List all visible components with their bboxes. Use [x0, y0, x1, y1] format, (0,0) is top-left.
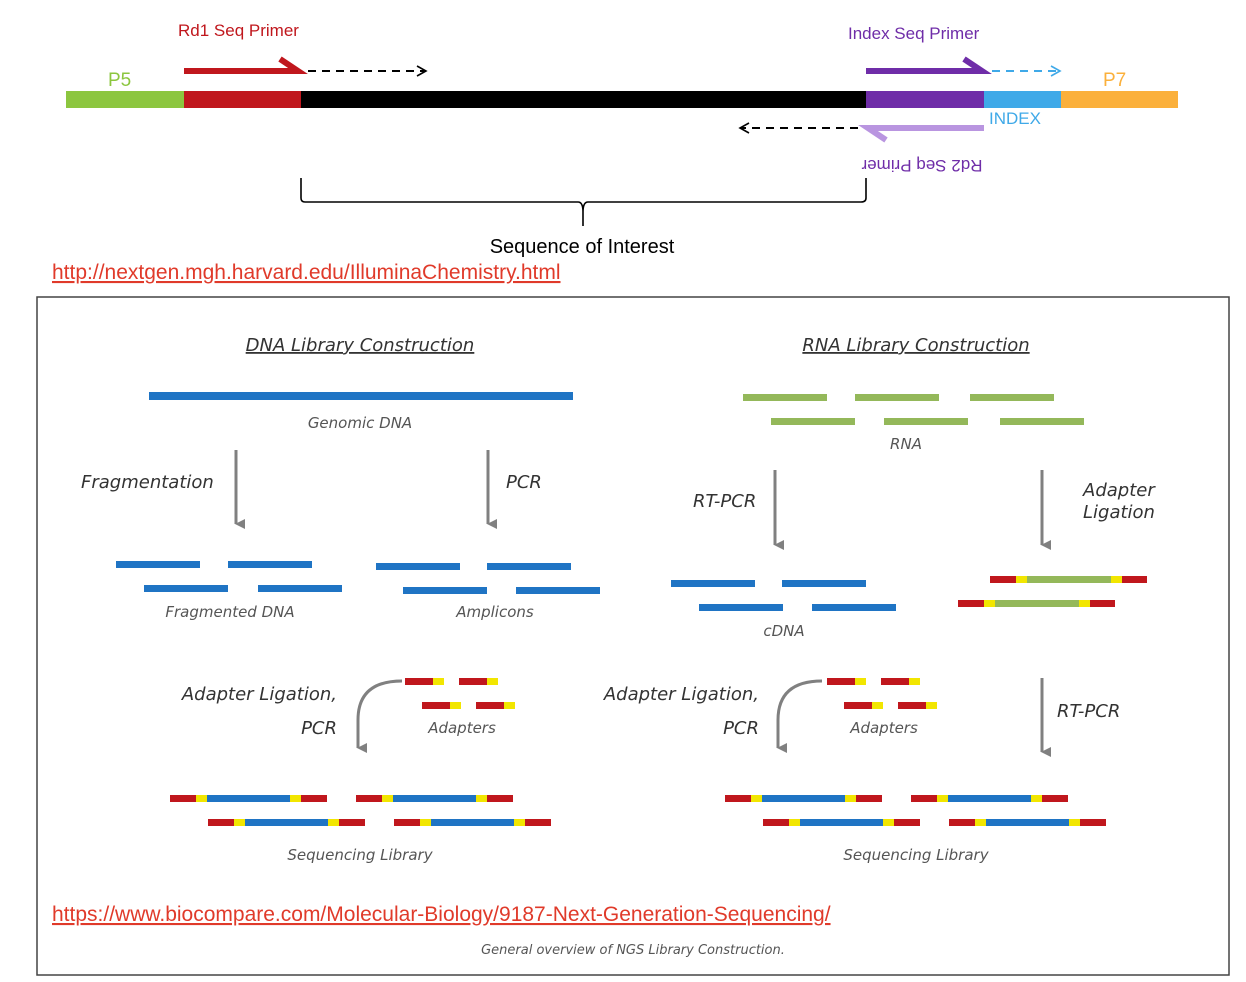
rna-strands: [743, 394, 1084, 425]
dna-fragment: [144, 585, 228, 592]
dna-adapter-ligation-arrow: [356, 679, 403, 753]
dna-adapters-label: Adapters: [427, 719, 496, 737]
ngs-overview: DNA Library Construction RNA Library Con…: [36, 296, 1230, 976]
index-label: INDEX: [989, 109, 1041, 128]
rna-adapter-ligation-arrow: [776, 679, 823, 753]
amplicons-label: Amplicons: [455, 603, 534, 621]
dna-sequencing-library-label: Sequencing Library: [287, 846, 433, 864]
rd1-primer-arrow: [184, 56, 308, 74]
rt-pcr-label-2: RT-PCR: [1057, 701, 1120, 722]
amplicon: [516, 587, 600, 594]
illumina-construct: P5 P7 Rd1 Seq Primer Index Seq Primer IN…: [52, 21, 1178, 284]
adapter-ligation-label-2: Ligation: [1083, 502, 1155, 523]
index-primer-label: Index Seq Primer: [848, 24, 980, 43]
source-link-mgh[interactable]: http://nextgen.mgh.harvard.edu/IlluminaC…: [52, 261, 561, 284]
library-fragment: [208, 819, 365, 826]
dna-fragment: [228, 561, 312, 568]
index-segment: [984, 91, 1061, 108]
fragmentation-label: Fragmentation: [81, 472, 214, 493]
rd2-primer-label: Rd2 Seq Primer: [861, 156, 982, 175]
dna-adapter-ligation-label: Adapter Ligation,: [181, 684, 337, 705]
rna-sequencing-library-label: Sequencing Library: [843, 846, 989, 864]
dna-title: DNA Library Construction: [246, 335, 475, 356]
rd1-primer-label: Rd1 Seq Primer: [178, 21, 299, 40]
sequence-label: Sequence of Interest: [490, 236, 675, 258]
rna-sequencing-library: [725, 795, 1106, 826]
p5-segment: [66, 91, 184, 108]
amplicons: [376, 563, 600, 594]
amplicon: [376, 563, 460, 570]
dna-adapter-pcr-label: PCR: [301, 718, 337, 739]
library-fragment: [949, 819, 1106, 826]
library-fragment: [356, 795, 513, 802]
p7-label: P7: [1103, 70, 1126, 91]
cdna-fragment: [671, 580, 755, 587]
p5-label: P5: [108, 70, 131, 91]
overview-frame: [36, 296, 1230, 976]
cdna-fragment: [812, 604, 896, 611]
pcr-label: PCR: [506, 472, 542, 493]
library-fragment: [170, 795, 327, 802]
cdna-fragments: [671, 580, 896, 611]
rna-strand: [970, 394, 1054, 401]
rd1-segment: [184, 91, 301, 108]
cdna-fragment: [782, 580, 866, 587]
dna-sequencing-library: [170, 795, 551, 826]
source-link-biocompare[interactable]: https://www.biocompare.com/Molecular-Bio…: [52, 903, 831, 926]
library-fragment: [911, 795, 1068, 802]
index-primer-segment: [866, 91, 984, 108]
dna-adapters: [405, 678, 515, 709]
cdna-fragment: [699, 604, 783, 611]
p7-segment: [1061, 91, 1178, 108]
rna-label: RNA: [890, 435, 922, 453]
library-fragment: [394, 819, 551, 826]
dna-fragment: [116, 561, 200, 568]
fragmented-dna-label: Fragmented DNA: [165, 603, 294, 621]
rna-strand: [884, 418, 968, 425]
figure-caption: General overview of NGS Library Construc…: [481, 943, 785, 958]
genomic-dna-label: Genomic DNA: [308, 414, 412, 432]
amplicon: [403, 587, 487, 594]
rna-strand: [855, 394, 939, 401]
insert-segment: [301, 91, 866, 108]
ligated-rna-fragment: [990, 576, 1147, 583]
rna-adapter-ligation-label: Adapter Ligation,: [603, 684, 759, 705]
genomic-dna-strand: [149, 392, 573, 400]
rt-pcr-label: RT-PCR: [693, 491, 756, 512]
rna-strand: [771, 418, 855, 425]
library-fragment: [763, 819, 920, 826]
ligated-rna: [958, 576, 1147, 607]
ligated-rna-fragment: [958, 600, 1115, 607]
rna-strand: [1000, 418, 1084, 425]
amplicon: [487, 563, 571, 570]
rna-title: RNA Library Construction: [802, 335, 1029, 356]
adapter-ligation-label-1: Adapter: [1082, 480, 1156, 501]
rna-adapters: [827, 678, 937, 709]
library-fragment: [725, 795, 882, 802]
dna-fragment: [258, 585, 342, 592]
fragmented-dna: [116, 561, 342, 592]
sequence-brace: [300, 178, 867, 226]
cdna-label: cDNA: [763, 622, 804, 640]
rna-strand: [743, 394, 827, 401]
rna-adapters-label: Adapters: [849, 719, 918, 737]
rd2-primer-arrow: [858, 125, 984, 143]
index-primer-arrow: [866, 56, 992, 74]
rna-adapter-pcr-label: PCR: [723, 718, 759, 739]
